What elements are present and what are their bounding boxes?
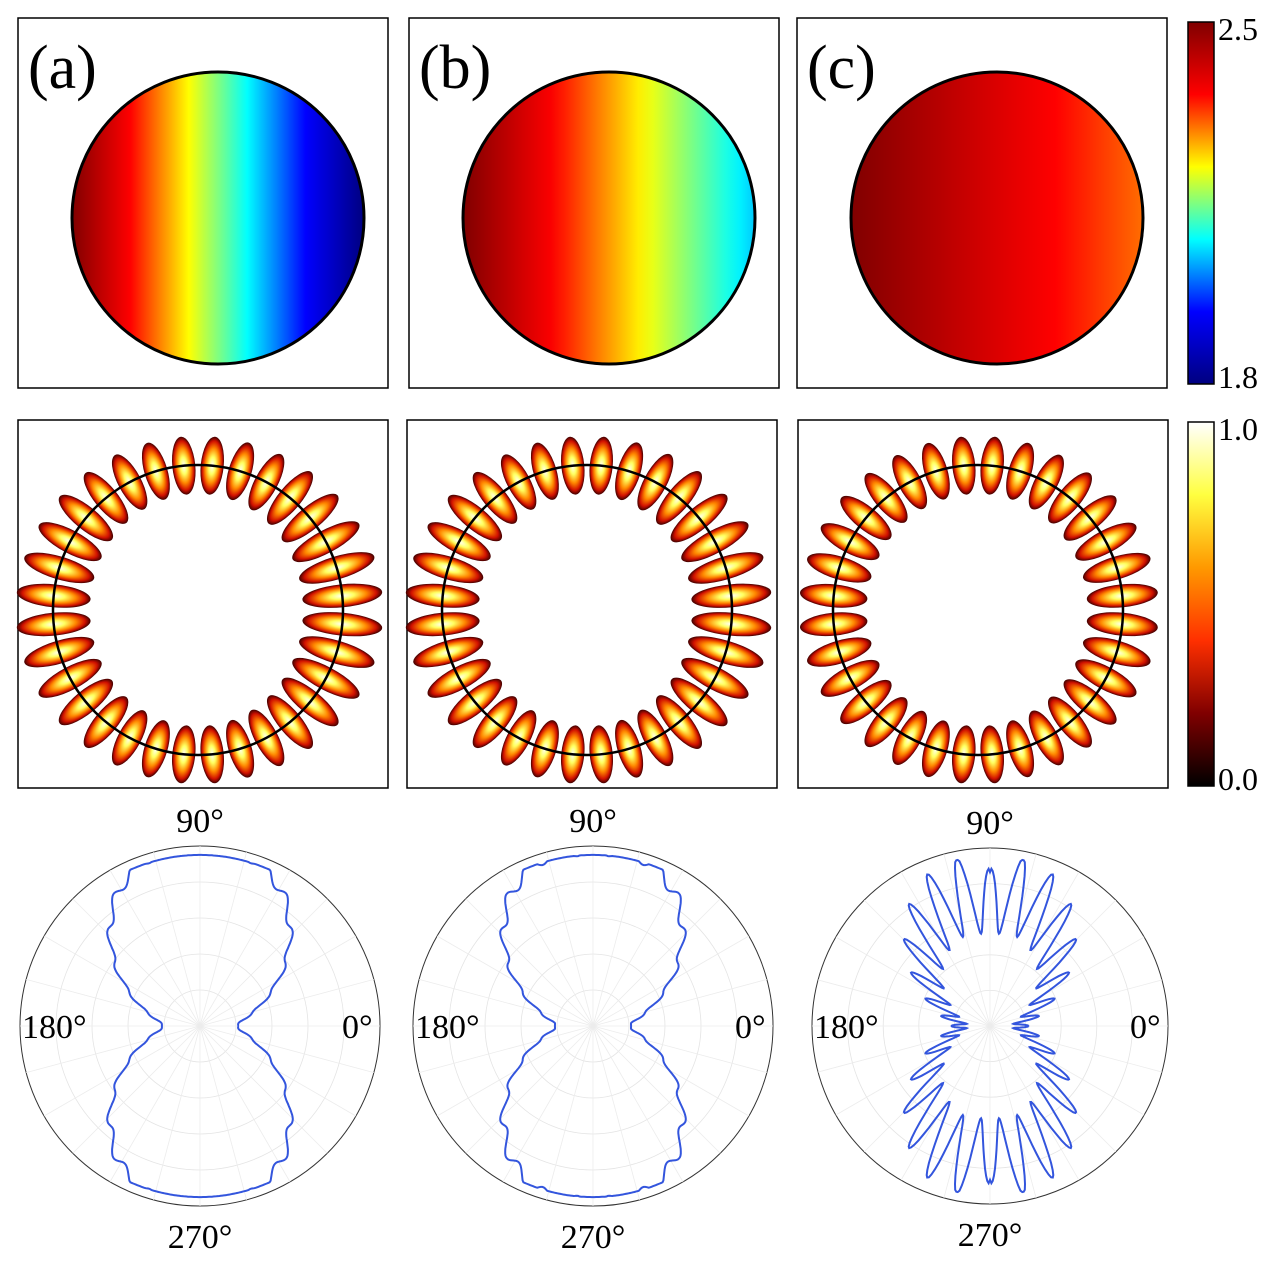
colorbar-refractive-index: 2.5 1.8 [1187,11,1258,395]
polar-label-top: 90° [569,803,617,840]
polar-grid-spoke [900,1025,991,1181]
polar-grid-spoke [546,1025,594,1200]
colorbar-gradient [1187,421,1215,787]
polar-grid-spoke [989,1025,1117,1153]
polar-grid-spoke [72,898,201,1027]
colorbars: 2.5 1.8 1.0 0.0 [1187,11,1258,797]
index-map-panel: (a) [17,17,389,389]
polar-grid-spoke [863,1025,991,1153]
polar-grid-spoke [900,871,991,1027]
polar-grid-spoke [989,853,1037,1027]
polar-grid-spoke [989,1025,1080,1181]
polar-grid-spoke [199,1025,291,1183]
polar-grid-spoke [817,979,991,1027]
polar-plot: 90° 270° 180° 0° [811,805,1169,1254]
far-field-curve [499,853,687,1199]
polar-label-bottom: 270° [168,1219,233,1256]
polar-grid-spoke [153,852,201,1027]
polar-grid-spoke [199,979,374,1027]
polar-grid-spoke [989,979,1163,1027]
polar-label-top: 90° [176,803,224,840]
index-disk [461,70,757,366]
polar-grid-spoke [502,1025,594,1183]
polar-grid-spoke [199,869,291,1027]
colorbar-max-label: 2.5 [1218,11,1258,47]
polar-label-left: 180° [22,1009,87,1046]
far-field-curve [106,853,294,1199]
polar-label-top: 90° [966,805,1014,842]
polar-grid-spoke [419,979,594,1027]
polar-grid-spoke [26,1025,201,1073]
index-map-panel: (c) [796,17,1168,389]
polar-grid-spoke [592,1025,684,1183]
polar-grid-spoke [943,853,991,1027]
index-disk [849,70,1145,366]
polar-grid-spoke [592,1025,767,1073]
polar-label-left: 180° [415,1009,480,1046]
panel-label: (b) [419,34,491,102]
polar-grid-spoke [817,1025,991,1073]
polar-grid-spoke [989,1025,1163,1073]
index-disk [70,70,366,366]
field-maps-row [16,419,1169,789]
polar-grid-spoke [72,1025,201,1154]
polar-grid-spoke [199,898,328,1027]
polar-grid-spoke [199,1025,328,1154]
polar-grid-spoke [109,1025,201,1183]
resonator-boundary [440,463,734,757]
polar-grid-spoke [592,979,767,1027]
polar-grid-spoke [199,1025,374,1073]
polar-grid-spoke [502,869,594,1027]
polar-grid-spoke [26,979,201,1027]
polar-grid-spoke [546,852,594,1027]
polar-grid-spoke [989,871,1080,1027]
field-map-panel [797,419,1169,789]
polar-grid-spoke [592,852,640,1027]
polar-grid-spoke [943,1025,991,1199]
polar-plots-row: 90° 270° 180° 0° 90° 270° 180° 0° 90° 270° 180° 0° [19,803,1169,1256]
polar-grid-spoke [592,1025,721,1154]
resonator-boundary [51,463,345,757]
polar-grid-spoke [153,1025,201,1200]
polar-grid-spoke [989,899,1117,1027]
polar-label-right: 0° [735,1009,766,1046]
polar-grid-spoke [989,936,1145,1027]
polar-grid-spoke [465,898,594,1027]
polar-grid-spoke [109,869,201,1027]
panel-label: (a) [28,34,97,102]
polar-grid-spoke [863,899,991,1027]
polar-grid-spoke [199,852,247,1027]
polar-grid-spoke [835,1025,991,1116]
polar-grid-spoke [592,898,721,1027]
polar-label-right: 0° [1130,1009,1161,1046]
polar-label-bottom: 270° [958,1217,1023,1254]
colorbar-min-label: 0.0 [1218,761,1258,797]
field-map-panel [405,419,778,789]
polar-grid-spoke [592,1025,640,1200]
resonator-boundary [831,463,1125,757]
polar-grid-spoke [592,869,684,1027]
panel-label: (c) [807,34,876,102]
polar-label-right: 0° [342,1009,373,1046]
index-map-panel: (b) [408,17,780,389]
polar-grid-spoke [199,1025,247,1200]
index-maps-row: (a) (b) (c) [17,17,1168,389]
colorbar-min-label: 1.8 [1218,359,1258,395]
colorbar-intensity: 1.0 0.0 [1187,411,1258,797]
polar-grid-spoke [989,1025,1145,1116]
far-field-curve [902,858,1078,1194]
polar-grid-spoke [419,1025,594,1073]
polar-grid-spoke [835,936,991,1027]
polar-label-bottom: 270° [561,1219,626,1256]
polar-grid-spoke [465,1025,594,1154]
polar-grid-spoke [989,1025,1037,1199]
polar-plot: 90° 270° 180° 0° [19,803,381,1256]
polar-label-left: 180° [814,1009,879,1046]
polar-plot: 90° 270° 180° 0° [412,803,774,1256]
colorbar-gradient [1187,21,1215,385]
colorbar-max-label: 1.0 [1218,411,1258,447]
field-map-panel [16,419,389,789]
